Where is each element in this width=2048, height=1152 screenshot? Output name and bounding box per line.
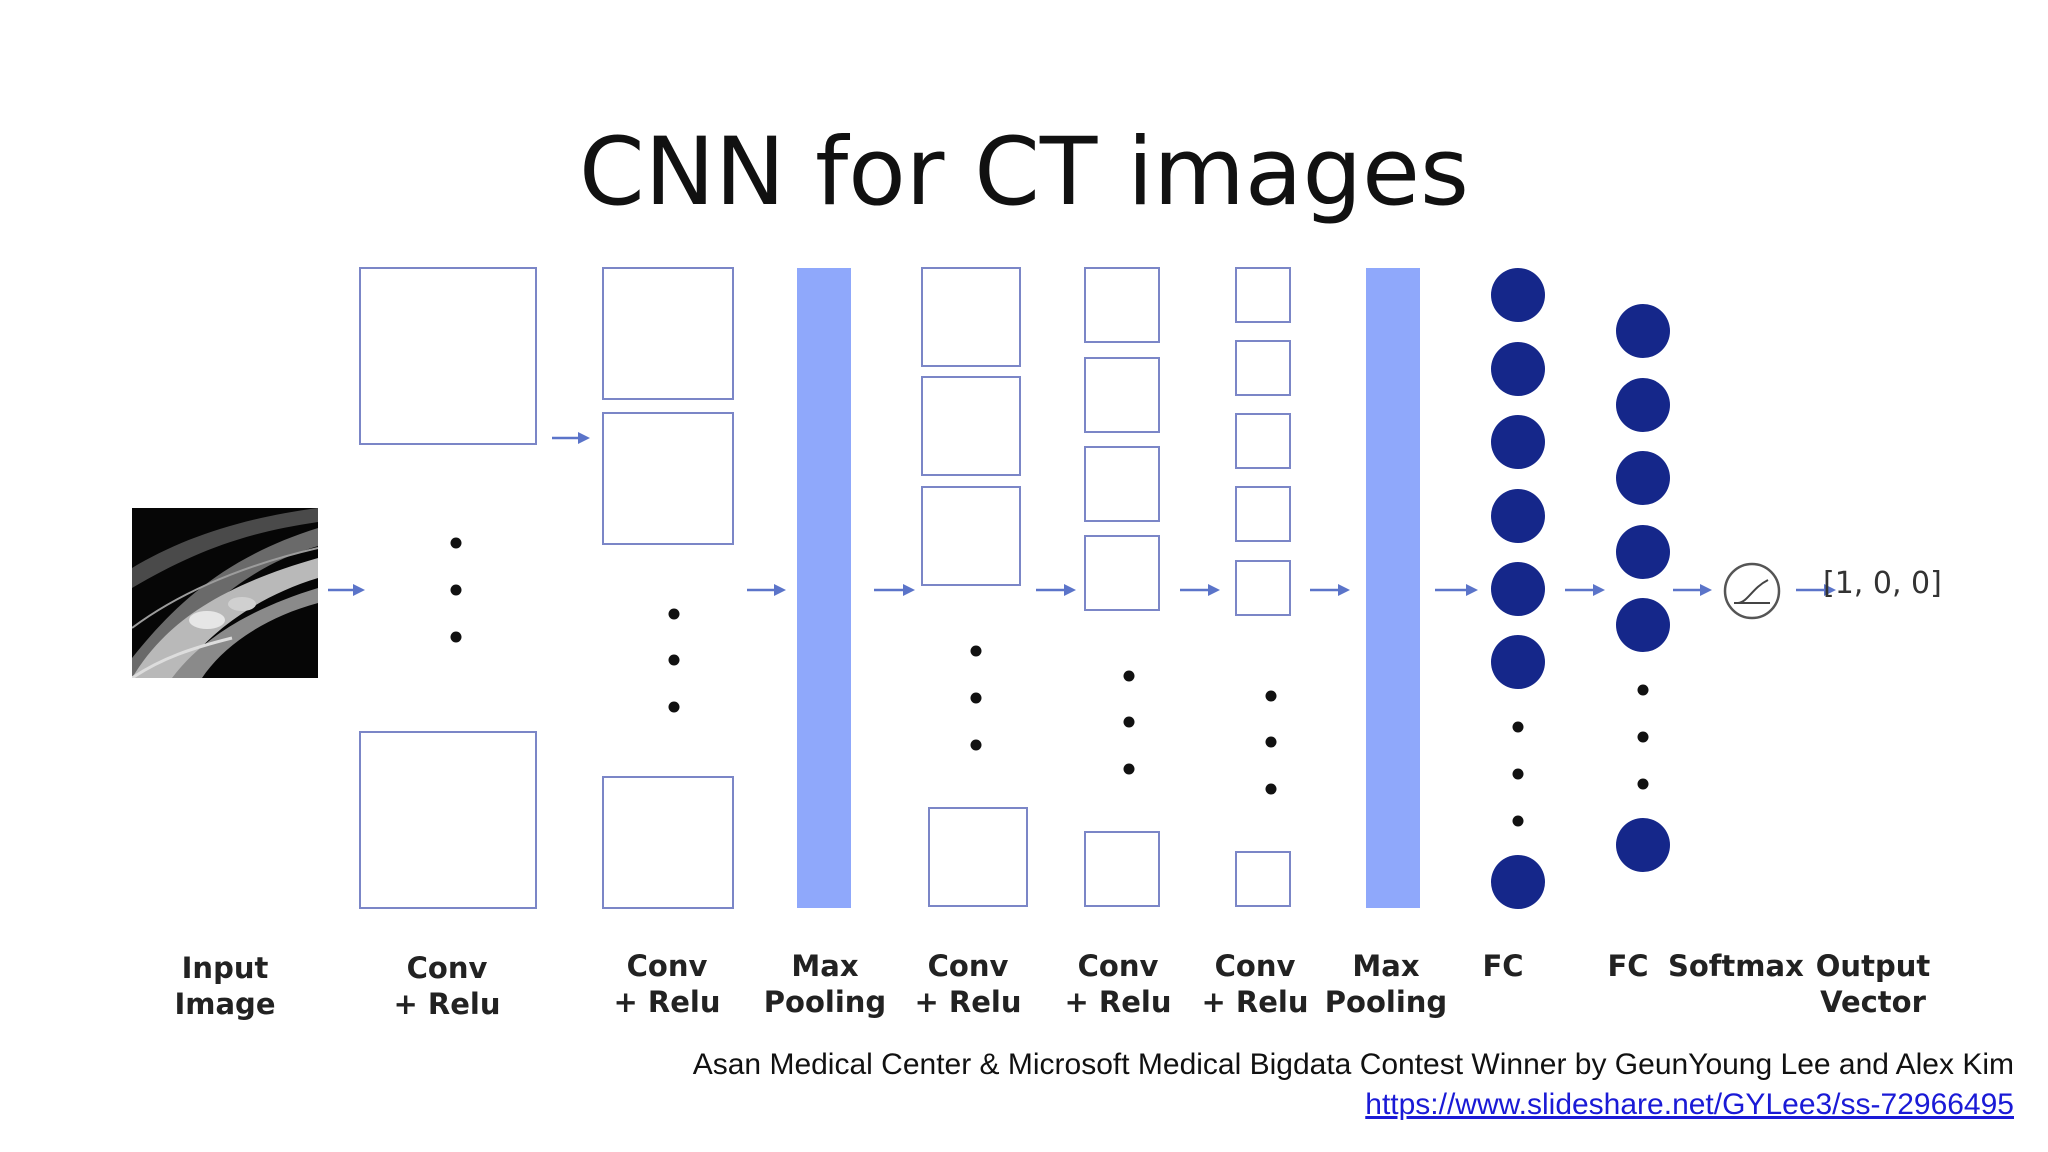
ellipsis-dot-conv5-3 [1265,783,1277,795]
label-conv-relu-2: Conv+ Relu [613,949,721,1019]
label-fc-1: FC [1482,949,1524,983]
feature-map-conv4-bottom [1084,831,1160,907]
fc1-node-3 [1491,415,1545,469]
feature-map-conv4-2 [1084,357,1160,433]
ellipsis-dot-conv1-1 [450,537,462,549]
arrow-softmax-to-output-head [1824,584,1836,596]
feature-map-conv3-2 [921,376,1021,476]
feature-map-conv5-4 [1235,486,1291,542]
ellipsis-dot-conv5-2 [1265,736,1277,748]
arrow-pool1-to-conv3-head [903,584,915,596]
feature-map-conv2-bottom [602,776,734,909]
fc2-node-2 [1616,378,1670,432]
ellipsis-dot-conv4-3 [1123,763,1135,775]
feature-map-conv1-top [359,267,537,445]
feature-map-conv4-4 [1084,535,1160,611]
label-conv-relu-5: Conv+ Relu [1201,949,1309,1019]
arrow-fc1-to-fc2-head [1593,584,1605,596]
fc1-node-5 [1491,562,1545,616]
label-conv-relu-4: Conv+ Relu [1064,949,1172,1019]
softmax-curve [1734,579,1770,604]
ellipsis-dot-fc2-3 [1637,778,1649,790]
ellipsis-dot-conv4-1 [1123,670,1135,682]
fc2-node-last [1616,818,1670,872]
ellipsis-dot-conv4-2 [1123,716,1135,728]
arrow-conv4-to-conv5-head [1208,584,1220,596]
ellipsis-dot-fc1-3 [1512,815,1524,827]
ct-input-image [132,508,318,678]
arrow-conv5-to-pool2-head [1338,584,1350,596]
softmax-symbol [1723,562,1781,620]
ellipsis-dot-conv1-3 [450,631,462,643]
fc1-node-1 [1491,268,1545,322]
ellipsis-dot-conv2-1 [668,608,680,620]
output-vector-value: [1, 0, 0] [1823,566,1942,601]
arrow-conv2-to-pool1-head [774,584,786,596]
fc1-node-last [1491,855,1545,909]
feature-map-conv5-3 [1235,413,1291,469]
feature-map-conv3-bottom [928,807,1028,907]
fc1-node-6 [1491,635,1545,689]
fc1-node-4 [1491,489,1545,543]
label-conv-relu-3: Conv+ Relu [914,949,1022,1019]
ellipsis-dot-conv3-2 [970,692,982,704]
ellipsis-dot-fc2-2 [1637,731,1649,743]
fc1-node-2 [1491,342,1545,396]
feature-map-conv4-3 [1084,446,1160,522]
ellipsis-dot-conv3-1 [970,645,982,657]
ellipsis-dot-fc1-1 [1512,721,1524,733]
feature-map-conv3-3 [921,486,1021,586]
max-pooling-bar-2 [1366,268,1420,908]
feature-map-conv5-1 [1235,267,1291,323]
credit-text: Asan Medical Center & Microsoft Medical … [692,1048,2014,1081]
feature-map-conv5-5 [1235,560,1291,616]
ellipsis-dot-fc1-2 [1512,768,1524,780]
fc2-node-4 [1616,525,1670,579]
feature-map-conv3-1 [921,267,1021,367]
fc2-node-3 [1616,451,1670,505]
arrow-conv1-to-conv2-head [578,432,590,444]
slide-title: CNN for CT images [579,118,1469,227]
feature-map-conv2-1 [602,267,734,400]
feature-map-conv5-bottom [1235,851,1291,907]
label-softmax: Softmax [1668,949,1804,983]
arrow-input-to-conv1-head [353,584,365,596]
feature-map-conv5-2 [1235,340,1291,396]
label-conv-relu-1: Conv+ Relu [393,951,501,1021]
feature-map-conv2-2 [602,412,734,545]
ellipsis-dot-conv1-2 [450,584,462,596]
ellipsis-dot-conv2-3 [668,701,680,713]
arrow-fc2-to-softmax-head [1700,584,1712,596]
ellipsis-dot-fc2-1 [1637,684,1649,696]
max-pooling-bar-1 [797,268,851,908]
label-fc-2: FC [1607,949,1649,983]
fc2-node-5 [1616,598,1670,652]
ellipsis-dot-conv2-2 [668,654,680,666]
ellipsis-dot-conv5-1 [1265,690,1277,702]
arrow-conv3-to-conv4-head [1064,584,1076,596]
source-link[interactable]: https://www.slideshare.net/GYLee3/ss-729… [1365,1088,2014,1121]
arrow-pool2-to-fc1-head [1466,584,1478,596]
ellipsis-dot-conv3-3 [970,739,982,751]
feature-map-conv1-bottom [359,731,537,909]
feature-map-conv4-1 [1084,267,1160,343]
fc2-node-1 [1616,304,1670,358]
